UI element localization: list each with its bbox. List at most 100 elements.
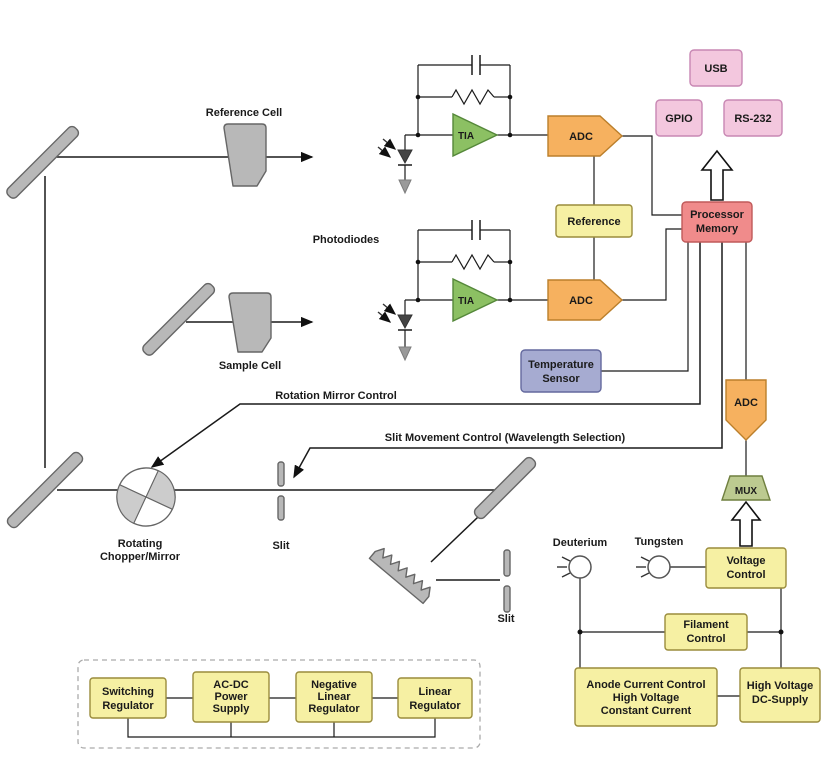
photon-arrow-icon xyxy=(377,146,392,158)
slit2-label: Slit xyxy=(497,613,514,625)
slit-movement-control-label: Slit Movement Control (Wavelength Select… xyxy=(385,432,626,444)
junction-dot xyxy=(415,94,421,100)
rotation-mirror-control-line xyxy=(150,242,701,468)
lamp-ray-icon xyxy=(561,572,571,578)
reference-block xyxy=(555,204,633,238)
acdc-power-supply-block xyxy=(192,671,270,723)
ground-arrow-icon xyxy=(398,179,412,195)
tia2-amplifier xyxy=(452,277,499,323)
rs232-block xyxy=(723,99,783,137)
photon-arrow-icon xyxy=(382,138,397,150)
hv-dc-supply-label: DC-Supply xyxy=(752,694,809,706)
hv-dc-supply-block xyxy=(739,667,821,723)
processor-label: Memory xyxy=(696,223,739,235)
photon-arrow-icon xyxy=(382,303,397,315)
rotation-mirror-control-label: Rotation Mirror Control xyxy=(275,390,397,402)
adc2-label: ADC xyxy=(569,295,593,307)
deuterium-label: Deuterium xyxy=(553,537,608,549)
photodiodes-label: Photodiodes xyxy=(313,234,380,246)
reference-label: Reference xyxy=(567,216,620,228)
chopper-sector xyxy=(145,470,176,510)
gpio-label: GPIO xyxy=(665,113,693,125)
junction-dot xyxy=(415,297,421,303)
negative-regulator-label: Regulator xyxy=(308,703,360,715)
anode-control-label: High Voltage xyxy=(613,692,679,704)
temperature-sensor-label: Temperature xyxy=(528,359,594,371)
tia2-label: TIA xyxy=(458,296,474,307)
tia1-label: TIA xyxy=(458,131,474,142)
hv-dc-supply-label: High Voltage xyxy=(747,680,813,692)
processor-memory-block xyxy=(681,201,753,243)
mirror-sample xyxy=(142,282,216,356)
acdc-label: Supply xyxy=(213,703,251,715)
mux-block xyxy=(721,475,771,501)
linear-regulator-label: Linear xyxy=(418,686,452,698)
negative-regulator-label: Linear xyxy=(317,691,351,703)
filament-control-label: Filament xyxy=(683,619,729,631)
deuterium-lamp-icon xyxy=(568,555,592,579)
junction-dot xyxy=(577,629,583,635)
ground-arrow-icon xyxy=(398,346,412,362)
anode-current-control-block xyxy=(574,667,718,727)
adc1-processor-wire xyxy=(622,135,682,216)
linear-regulator-label: Regulator xyxy=(409,700,461,712)
adc1-block xyxy=(547,115,624,157)
junction-dot xyxy=(507,132,513,138)
junction-dot xyxy=(507,297,513,303)
lamp-ray-icon xyxy=(561,556,571,562)
junction-dot xyxy=(778,629,784,635)
temperature-sensor-label: Sensor xyxy=(542,373,580,385)
slit1-label: Slit xyxy=(272,540,289,552)
slit2-bar xyxy=(503,585,511,613)
reference-cell-shape xyxy=(223,123,267,187)
switching-regulator-label: Switching xyxy=(102,686,154,698)
slit-movement-control-line xyxy=(293,242,723,479)
voltage-mux-arrow-icon xyxy=(730,500,762,547)
negative-regulator-label: Negative xyxy=(311,679,357,691)
switching-regulator-block xyxy=(89,677,167,719)
filament-control-block xyxy=(664,613,748,651)
rs232-label: RS-232 xyxy=(734,113,771,125)
voltage-control-label: Control xyxy=(726,569,765,581)
adc2-processor-wire xyxy=(622,228,682,301)
voltage-control-label: Voltage xyxy=(727,555,766,567)
acdc-label: AC-DC xyxy=(213,679,248,691)
adc3-label: ADC xyxy=(734,397,758,409)
processor-io-arrow-icon xyxy=(700,149,734,201)
power-chain-group-border xyxy=(77,659,481,749)
junction-dot xyxy=(415,259,421,265)
sample-cell-shape xyxy=(228,292,272,353)
mirror-bottom-left xyxy=(6,451,84,529)
slit1-bar xyxy=(277,461,285,487)
tungsten-lamp-icon xyxy=(647,555,671,579)
junction-dot xyxy=(507,259,513,265)
photon-arrow-icon xyxy=(377,311,392,323)
chopper-label: Rotating xyxy=(118,538,163,550)
anode-control-label: Anode Current Control xyxy=(586,679,705,691)
linear-regulator-block xyxy=(397,677,473,719)
chopper-label: Chopper/Mirror xyxy=(100,551,181,563)
usb-block xyxy=(689,49,743,87)
adc1-label: ADC xyxy=(569,131,593,143)
voltage-control-block xyxy=(705,547,787,589)
junction-dot xyxy=(507,94,513,100)
tia1-amplifier xyxy=(452,112,499,158)
tungsten-label: Tungsten xyxy=(635,536,684,548)
usb-label: USB xyxy=(704,63,727,75)
adc2-block xyxy=(547,279,624,321)
acdc-label: Power xyxy=(214,691,248,703)
rotating-chopper-icon xyxy=(116,467,176,527)
diffraction-grating-icon xyxy=(368,547,431,605)
photodiode1-icon xyxy=(397,149,413,165)
temperature-sensor-block xyxy=(520,349,602,393)
filament-control-label: Control xyxy=(686,633,725,645)
chopper-sector xyxy=(116,484,147,524)
slit1-bar xyxy=(277,495,285,521)
negative-linear-regulator-block xyxy=(295,671,373,723)
resistor1-zigzag-icon xyxy=(451,88,495,106)
grating-teeth xyxy=(368,547,431,605)
reference-cell-label: Reference Cell xyxy=(206,107,282,119)
mirror-top-left xyxy=(6,125,80,199)
